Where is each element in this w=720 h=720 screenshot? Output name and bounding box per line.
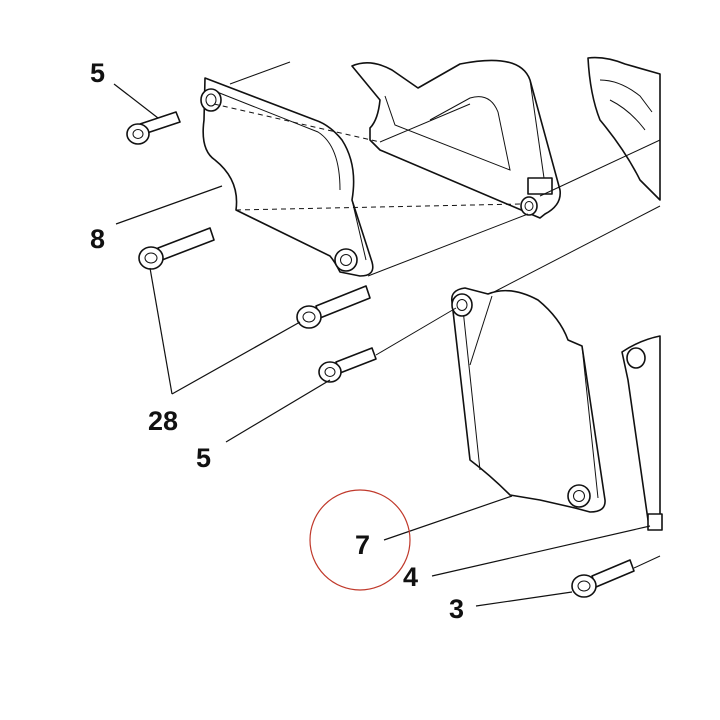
bolt-3 [571, 559, 635, 598]
center-gasket-frame [351, 59, 562, 219]
callout-8: 8 [90, 224, 106, 254]
engine-block-top [587, 56, 661, 201]
left-cover-part-8 [200, 77, 374, 277]
right-cover-part-7 [450, 287, 606, 513]
leader-lines [113, 83, 651, 607]
highlight-circle [309, 489, 411, 591]
callout-5-top: 5 [90, 58, 106, 88]
bolt-top-left [126, 111, 181, 145]
callout-5-bottom: 5 [196, 443, 212, 473]
bolt-5-lower [318, 347, 377, 383]
callout-7: 7 [355, 530, 371, 560]
callout-4: 4 [403, 562, 419, 592]
callout-3: 3 [449, 594, 465, 624]
engine-block-right [621, 335, 663, 531]
bolt-28-upper [138, 227, 215, 270]
bolt-28-lower [296, 285, 371, 329]
alignment-lines [213, 61, 661, 569]
callout-28: 28 [148, 406, 179, 436]
